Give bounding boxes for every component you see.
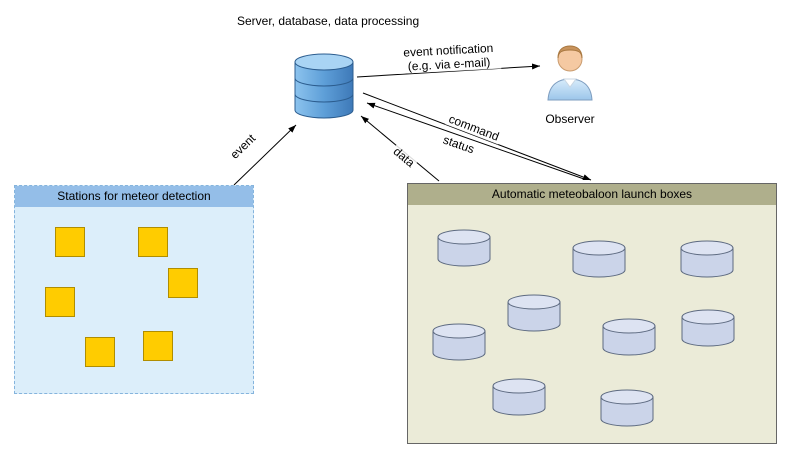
launch-box-node	[601, 317, 657, 357]
meteor-station-node	[168, 268, 198, 298]
observer-person-icon	[545, 42, 595, 102]
launch-box-node	[679, 239, 735, 279]
launch-box-title: Automatic meteobaloon launch boxes	[408, 184, 776, 205]
server-label: Server, database, data processing	[237, 14, 420, 28]
edge-label-event-notification: event notification (e.g. via e-mail)	[396, 40, 502, 74]
launch-box-node	[680, 308, 736, 348]
meteor-station-node	[55, 227, 85, 257]
meteor-station-node	[143, 331, 173, 361]
database-cylinder-stack	[294, 53, 354, 119]
edge-label-status: status	[439, 132, 479, 157]
launch-box-node	[491, 377, 547, 417]
database-icon	[293, 52, 355, 120]
launch-box-node	[436, 228, 492, 268]
edge-label-data: data	[389, 143, 419, 172]
observer-label: Observer	[545, 112, 595, 126]
launch-box-node	[571, 239, 627, 279]
launch-box-node	[506, 293, 562, 333]
launch-box-node	[599, 388, 655, 428]
launch-box-node	[431, 322, 487, 362]
meteor-station-node	[85, 337, 115, 367]
meteor-station-node	[45, 287, 75, 317]
meteor-station-node	[138, 227, 168, 257]
stations-box-title: Stations for meteor detection	[15, 186, 253, 207]
edge-label-event: event	[226, 129, 260, 164]
